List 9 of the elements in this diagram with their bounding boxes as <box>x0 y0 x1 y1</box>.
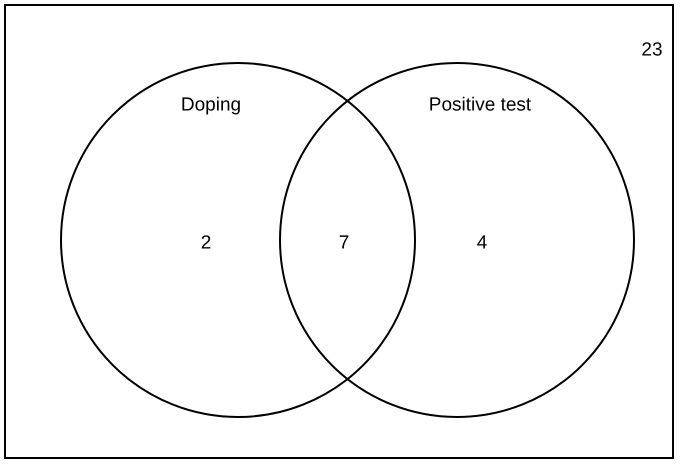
set-circle <box>60 62 416 418</box>
set-circle <box>279 62 635 418</box>
universal-set-box <box>4 4 674 459</box>
region-count: 7 <box>338 234 350 252</box>
region-count: 23 <box>641 40 663 60</box>
set-label: Positive test <box>428 96 532 114</box>
set-label: Doping <box>180 96 242 114</box>
region-count: 2 <box>200 234 212 252</box>
region-count: 4 <box>476 234 488 252</box>
